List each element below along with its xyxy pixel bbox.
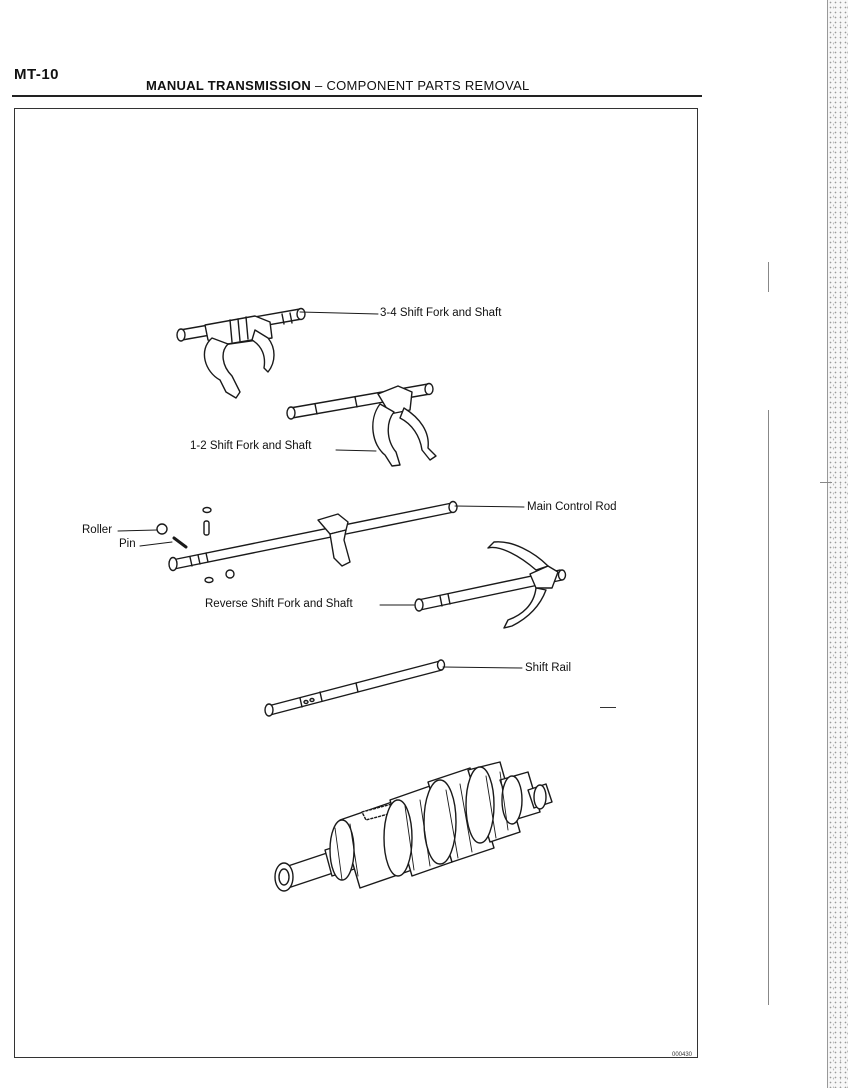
margin-mark xyxy=(820,482,832,483)
page-code: MT-10 xyxy=(14,66,60,83)
margin-mark xyxy=(768,262,769,292)
label-reverse-fork: Reverse Shift Fork and Shaft xyxy=(205,598,353,610)
label-pin: Pin xyxy=(119,538,136,550)
leader-lines xyxy=(117,311,525,669)
page-title: MANUAL TRANSMISSION – COMPONENT PARTS RE… xyxy=(146,78,530,93)
leader-shift-rail xyxy=(442,666,523,669)
header-rule xyxy=(12,95,702,97)
fork-12-illustration xyxy=(286,382,437,467)
scanned-page-edge xyxy=(827,0,848,1088)
reverse-fork-illustration xyxy=(414,541,567,629)
title-sub: COMPONENT PARTS REMOVAL xyxy=(326,78,530,93)
roller-part xyxy=(156,523,168,535)
title-main: MANUAL TRANSMISSION xyxy=(146,78,312,93)
label-fork-12: 1-2 Shift Fork and Shaft xyxy=(190,440,312,452)
title-separator: – xyxy=(311,78,327,93)
leader-pin xyxy=(139,541,173,547)
leader-fork-12 xyxy=(335,449,377,452)
margin-mark xyxy=(768,410,769,1005)
leader-roller xyxy=(117,529,158,532)
shift-rail-illustration xyxy=(264,659,446,717)
leader-fork-34 xyxy=(299,311,379,315)
figure-number: 000430 xyxy=(672,1052,693,1058)
margin-mark xyxy=(600,707,616,708)
label-shift-rail: Shift Rail xyxy=(525,662,572,674)
label-roller: Roller xyxy=(82,524,113,536)
pin-part xyxy=(172,536,188,549)
gear-shaft-illustration xyxy=(274,761,553,892)
fork-34-illustration xyxy=(176,307,306,399)
leader-main-rod xyxy=(454,505,525,508)
label-fork-34: 3-4 Shift Fork and Shaft xyxy=(380,307,502,319)
main-control-rod-illustration xyxy=(156,500,458,584)
figure-frame xyxy=(14,108,698,1058)
label-main-control-rod: Main Control Rod xyxy=(527,501,617,513)
